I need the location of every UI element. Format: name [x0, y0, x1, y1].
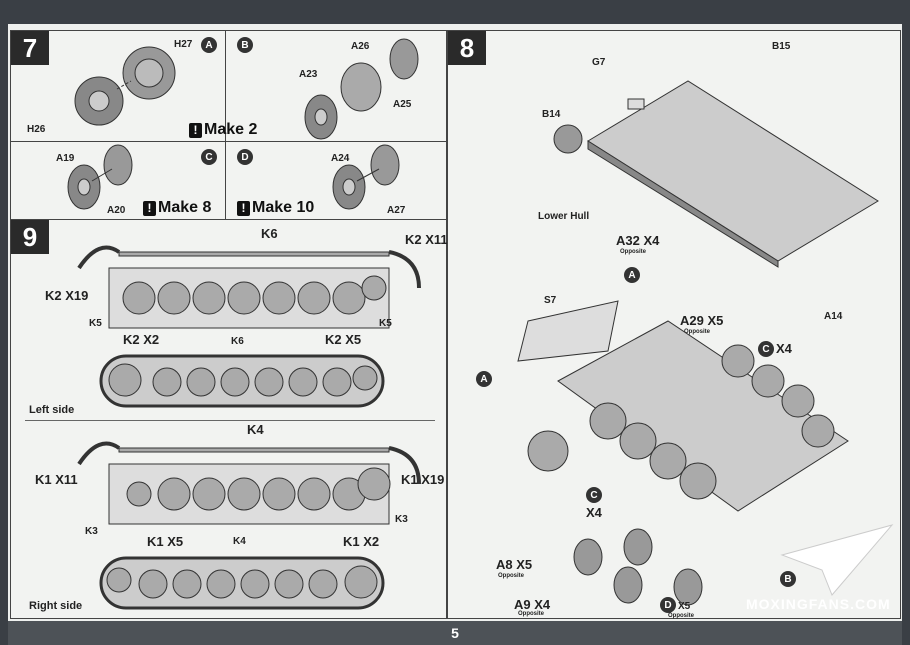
- label-a32-x4: A32 X4: [616, 233, 660, 248]
- d-opposite-note: Opposite: [668, 613, 695, 619]
- a8-opposite-note: Opposite: [498, 573, 525, 579]
- subassembly-c-marker-lower: C: [586, 487, 602, 503]
- label-a24: A24: [331, 153, 350, 164]
- subassembly-d-marker: D: [237, 149, 253, 165]
- label-a14: A14: [824, 311, 843, 322]
- a29-opposite-note: Opposite: [684, 329, 711, 335]
- exclamation-icon: !: [237, 200, 250, 216]
- label-k2-x11: K2 X11: [405, 232, 448, 247]
- label-k2-x19: K2 X19: [45, 288, 89, 303]
- label-h27: H27: [174, 39, 193, 50]
- exclamation-icon: !: [143, 200, 156, 216]
- make-8-note: !Make 8: [143, 199, 211, 217]
- subassembly-a-marker: A: [201, 37, 217, 53]
- label-k5-right: K5: [379, 318, 392, 329]
- label-h26: H26: [27, 124, 46, 135]
- step-9-number: 9: [11, 220, 49, 254]
- sprocket-assembly-diagram: [74, 46, 176, 126]
- a32-opposite-note: Opposite: [620, 249, 647, 255]
- subassembly-c-marker-upper: C: [758, 341, 774, 357]
- paper-plane-logo-icon: [780, 524, 894, 596]
- right-side-caption: Right side: [29, 600, 83, 612]
- label-k3-left: K3: [85, 526, 98, 537]
- label-a29-x5: A29 X5: [680, 313, 724, 328]
- label-k5-left: K5: [89, 318, 102, 329]
- label-k4-top: K4: [247, 422, 264, 437]
- label-s7: S7: [544, 295, 557, 306]
- label-lower-hull: Lower Hull: [538, 211, 590, 222]
- instruction-page: 7 H27 A H26 !Make 2 B A26 A23: [8, 24, 902, 645]
- road-wheel-pair-d-diagram: [332, 144, 400, 210]
- label-a26: A26: [351, 41, 370, 52]
- subassembly-b-marker: B: [237, 37, 253, 53]
- left-track-assembled-diagram: [99, 354, 385, 408]
- right-track-exploded-diagram: [77, 441, 421, 525]
- road-wheels-exploded-diagram: [573, 528, 703, 606]
- page-number: 5: [8, 621, 902, 645]
- step-8-number: 8: [448, 31, 486, 65]
- exclamation-icon: !: [189, 122, 202, 138]
- a9-opposite-note: Opposite: [518, 611, 545, 617]
- label-a25: A25: [393, 99, 412, 110]
- label-k4-bottom: K4: [233, 536, 246, 547]
- label-k6-top: K6: [261, 226, 278, 241]
- lower-hull-wheels-diagram: [517, 300, 849, 512]
- make-10-note: !Make 10: [237, 199, 314, 217]
- step-8-panel: 8 G7 B15 B14 Lower Hull A32 X4 Opposite …: [447, 30, 901, 619]
- label-b15: B15: [772, 41, 791, 52]
- label-k2-x5: K2 X5: [325, 332, 362, 347]
- idler-wheel-diagram: [304, 38, 419, 140]
- label-k3-right: K3: [395, 514, 408, 525]
- road-wheel-pair-c-diagram: [67, 144, 133, 210]
- label-a9-x4: A9 X4: [514, 597, 551, 612]
- label-a27: A27: [387, 205, 406, 216]
- label-k1-x11: K1 X11: [35, 472, 78, 487]
- label-d-x5: X5: [678, 601, 691, 612]
- label-a19: A19: [56, 153, 75, 164]
- label-k2-x2: K2 X2: [123, 332, 160, 347]
- label-b14: B14: [542, 109, 561, 120]
- right-track-assembled-diagram: [99, 556, 385, 610]
- subassembly-c-marker: C: [201, 149, 217, 165]
- left-track-exploded-diagram: [77, 245, 421, 329]
- left-side-caption: Left side: [29, 404, 75, 416]
- watermark-text: MOXINGFANS.COM: [746, 596, 891, 612]
- label-g7: G7: [592, 57, 606, 68]
- label-k6-bottom: K6: [231, 336, 244, 347]
- subassembly-d-marker: D: [660, 597, 676, 613]
- label-c-x4-lower: X4: [586, 505, 602, 520]
- subassembly-a-marker-upper: A: [624, 267, 640, 283]
- label-k1-x19: K1 X19: [401, 472, 445, 487]
- make-2-note: !Make 2: [189, 121, 257, 139]
- label-a20: A20: [107, 205, 126, 216]
- label-k1-x5: K1 X5: [147, 534, 184, 549]
- label-a23: A23: [299, 69, 318, 80]
- label-c-x4-upper: X4: [776, 341, 792, 356]
- label-a8-x5: A8 X5: [496, 557, 533, 572]
- label-k1-x2: K1 X2: [343, 534, 380, 549]
- subassembly-a-marker-lower: A: [476, 371, 492, 387]
- step-7-panel: 7 H27 A H26 !Make 2 B A26 A23: [10, 30, 447, 221]
- step-7-number: 7: [11, 31, 49, 65]
- step-9-panel: 9 K6 K2 X11 K2 X19 K5 K5 K2 X2 K6 K2 X5: [10, 219, 448, 619]
- lower-hull-top-diagram: [553, 80, 879, 268]
- subassembly-b-marker: B: [780, 571, 796, 587]
